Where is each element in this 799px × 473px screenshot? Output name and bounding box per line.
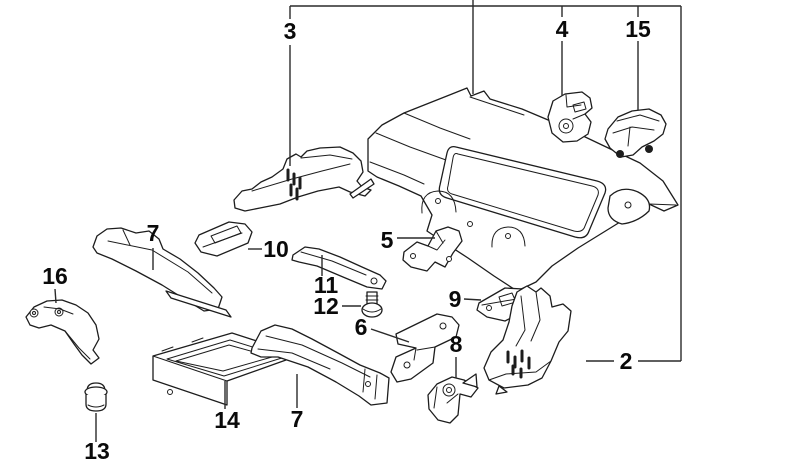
part-3-drawing <box>233 146 375 212</box>
callout-12: 12 <box>313 293 339 319</box>
part-13-drawing <box>84 382 108 412</box>
callout-3: 3 <box>284 18 297 44</box>
part-16-drawing <box>25 299 100 365</box>
callout-2: 2 <box>620 348 633 374</box>
callout-9: 9 <box>449 286 462 312</box>
callout-14: 14 <box>214 407 240 433</box>
part-7-lower-drawing <box>250 324 390 406</box>
part-6-drawing <box>390 313 460 383</box>
part-2-drawing <box>483 285 572 395</box>
part-4-drawing <box>547 91 593 143</box>
part-12-drawing <box>361 291 383 318</box>
callout-5: 5 <box>381 227 394 253</box>
callout-8: 8 <box>450 331 463 357</box>
part-10-drawing <box>194 221 253 257</box>
part-7-upper-drawing <box>92 227 232 318</box>
part-8-drawing <box>427 373 479 424</box>
callout-15: 15 <box>625 16 651 42</box>
callout-16: 16 <box>42 263 68 289</box>
part-15-drawing <box>604 108 667 158</box>
callout-4: 4 <box>556 16 569 42</box>
callout-6: 6 <box>355 314 368 340</box>
callout-7-lower: 7 <box>291 406 304 432</box>
leader-lines <box>54 0 682 442</box>
part-5-drawing <box>402 226 463 272</box>
callout-13: 13 <box>84 438 110 464</box>
callout-7-upper: 7 <box>147 220 160 246</box>
part-11-drawing <box>291 246 387 290</box>
callout-10: 10 <box>263 236 289 262</box>
callout-11: 11 <box>314 272 339 298</box>
